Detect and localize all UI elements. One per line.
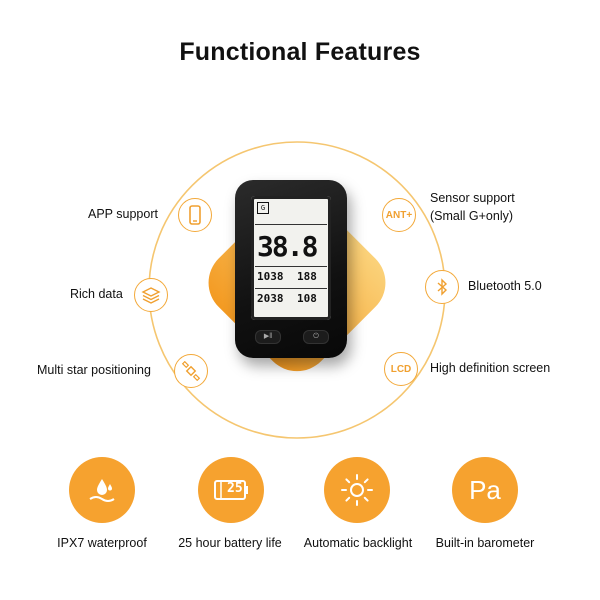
ant-plus-icon: ANT+ bbox=[382, 198, 416, 232]
battery-icon-text: 25 bbox=[227, 481, 243, 496]
water-drop-icon bbox=[69, 457, 135, 523]
bottom-label-barometer: Built-in barometer bbox=[435, 536, 535, 550]
barometer-icon-text: Pa bbox=[469, 474, 501, 505]
lcd-icon: LCD bbox=[384, 352, 418, 386]
layers-icon bbox=[134, 278, 168, 312]
screen-divider bbox=[255, 288, 327, 289]
bottom-label-backlight: Automatic backlight bbox=[303, 536, 413, 550]
sun-icon bbox=[324, 457, 390, 523]
battery-icon: 25 bbox=[198, 457, 264, 523]
screen-value: 1038 bbox=[257, 270, 284, 283]
barometer-icon: Pa bbox=[452, 457, 518, 523]
feature-label-rich: Rich data bbox=[70, 287, 123, 301]
bottom-label-waterproof: IPX7 waterproof bbox=[57, 536, 147, 550]
bluetooth-icon bbox=[425, 270, 459, 304]
screen-value: 188 bbox=[297, 270, 317, 283]
feature-label-ant-line2: (Small G+only) bbox=[430, 209, 514, 223]
play-pause-button[interactable]: ▶‖ bbox=[255, 330, 281, 344]
screen-value: 2038 bbox=[257, 292, 284, 305]
screen-value: 108 bbox=[297, 292, 317, 305]
screen-divider bbox=[255, 224, 327, 225]
feature-label-ant-line1: Sensor support bbox=[430, 191, 515, 205]
device-screen: G 38.8 1038 188 2038 108 bbox=[251, 196, 331, 320]
page-title: Functional Features bbox=[179, 38, 421, 66]
screen-speed: 38.8 bbox=[257, 230, 318, 263]
feature-label-bluetooth: Bluetooth 5.0 bbox=[468, 279, 542, 293]
power-button[interactable]: ⏻ bbox=[303, 330, 329, 344]
bottom-label-battery: 25 hour battery life bbox=[178, 536, 282, 550]
feature-label-multi: Multi star positioning bbox=[37, 363, 151, 377]
bike-computer-device: G 38.8 1038 188 2038 108 ▶‖ ⏻ bbox=[235, 180, 347, 358]
feature-label-lcd: High definition screen bbox=[430, 361, 551, 375]
screen-divider bbox=[255, 266, 327, 267]
satellite-icon bbox=[174, 354, 208, 388]
feature-label-app: APP support bbox=[88, 207, 158, 221]
phone-icon bbox=[178, 198, 212, 232]
screen-logo-icon: G bbox=[257, 202, 269, 214]
